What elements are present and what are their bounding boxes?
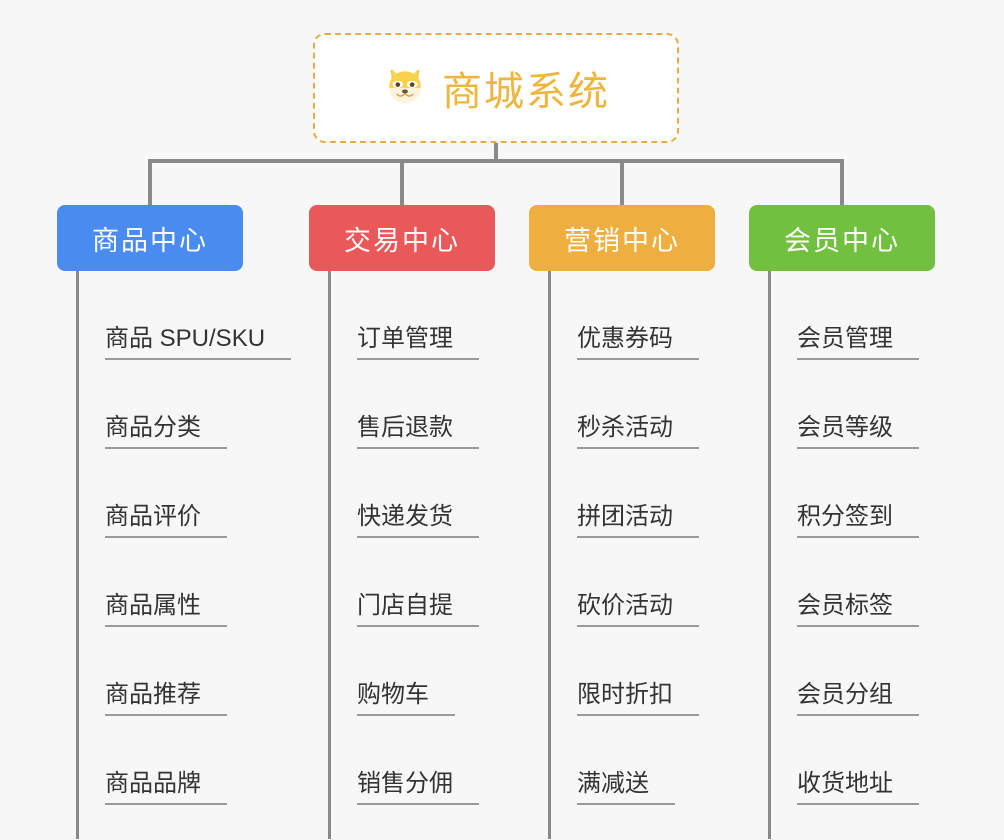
connector-root-stem (494, 143, 498, 162)
item-label: 商品推荐 (105, 674, 227, 716)
item-label: 商品分类 (105, 407, 227, 449)
item-label: 砍价活动 (577, 585, 699, 627)
item-label: 积分签到 (797, 496, 919, 538)
category-column-会员中心: 会员中心 会员管理 会员等级 积分签到 会员标签 会员分组 收货地址 (749, 205, 969, 839)
item-label: 门店自提 (357, 585, 479, 627)
list-item[interactable]: 优惠券码 (548, 271, 749, 360)
item-label: 销售分佣 (357, 763, 479, 805)
column-rail-4 (768, 271, 771, 839)
root-title: 商城系统 (442, 70, 610, 114)
item-list-3: 优惠券码 秒杀活动 拼团活动 砍价活动 限时折扣 满减送 (529, 271, 749, 805)
item-label: 优惠券码 (577, 318, 699, 360)
item-label: 售后退款 (357, 407, 479, 449)
item-label: 收货地址 (797, 763, 919, 805)
list-item[interactable]: 购物车 (328, 627, 529, 716)
connector-drop-3 (620, 159, 624, 205)
list-item[interactable]: 收货地址 (768, 716, 969, 805)
connector-drop-1 (148, 159, 152, 205)
shiba-dog-icon (382, 62, 428, 115)
list-item[interactable]: 会员等级 (768, 360, 969, 449)
list-item[interactable]: 售后退款 (328, 360, 529, 449)
category-header-4[interactable]: 会员中心 (749, 205, 935, 271)
item-label: 秒杀活动 (577, 407, 699, 449)
list-item[interactable]: 订单管理 (328, 271, 529, 360)
list-item[interactable]: 销售分佣 (328, 716, 529, 805)
list-item[interactable]: 门店自提 (328, 538, 529, 627)
item-label: 商品 SPU/SKU (105, 318, 292, 360)
item-label: 满减送 (577, 763, 675, 805)
list-item[interactable]: 秒杀活动 (548, 360, 749, 449)
item-list-1: 商品 SPU/SKU 商品分类 商品评价 商品属性 商品推荐 商品品牌 (57, 271, 292, 805)
list-item[interactable]: 会员管理 (768, 271, 969, 360)
connector-horizontal-bus (148, 159, 844, 163)
category-column-交易中心: 交易中心 订单管理 售后退款 快递发货 门店自提 购物车 销售分佣 (309, 205, 529, 839)
item-label: 会员管理 (797, 318, 919, 360)
list-item[interactable]: 积分签到 (768, 449, 969, 538)
category-header-label: 商品中心 (92, 225, 208, 256)
item-label: 商品品牌 (105, 763, 227, 805)
connector-drop-2 (400, 159, 404, 205)
list-item[interactable]: 商品评价 (76, 449, 277, 538)
category-header-label: 交易中心 (344, 225, 460, 256)
item-label: 会员标签 (797, 585, 919, 627)
item-label: 订单管理 (357, 318, 479, 360)
root-node[interactable]: 商城系统 (313, 33, 679, 143)
item-label: 购物车 (357, 674, 455, 716)
item-label: 限时折扣 (577, 674, 699, 716)
column-rail-2 (328, 271, 331, 839)
item-label: 商品属性 (105, 585, 227, 627)
list-item[interactable]: 限时折扣 (548, 627, 749, 716)
list-item[interactable]: 快递发货 (328, 449, 529, 538)
list-item[interactable]: 拼团活动 (548, 449, 749, 538)
category-column-营销中心: 营销中心 优惠券码 秒杀活动 拼团活动 砍价活动 限时折扣 满减送 (529, 205, 749, 839)
item-list-2: 订单管理 售后退款 快递发货 门店自提 购物车 销售分佣 (309, 271, 529, 805)
item-label: 拼团活动 (577, 496, 699, 538)
category-header-2[interactable]: 交易中心 (309, 205, 495, 271)
category-header-3[interactable]: 营销中心 (529, 205, 715, 271)
list-item[interactable]: 商品 SPU/SKU (76, 271, 292, 360)
list-item[interactable]: 砍价活动 (548, 538, 749, 627)
list-item[interactable]: 商品分类 (76, 360, 277, 449)
item-label: 会员分组 (797, 674, 919, 716)
item-label: 会员等级 (797, 407, 919, 449)
category-header-label: 营销中心 (564, 225, 680, 256)
category-column-商品中心: 商品中心 商品 SPU/SKU 商品分类 商品评价 商品属性 商品推荐 商品品牌 (57, 205, 292, 839)
list-item[interactable]: 商品品牌 (76, 716, 277, 805)
item-list-4: 会员管理 会员等级 积分签到 会员标签 会员分组 收货地址 (749, 271, 969, 805)
column-rail-3 (548, 271, 551, 839)
item-label: 快递发货 (357, 496, 479, 538)
list-item[interactable]: 会员标签 (768, 538, 969, 627)
list-item[interactable]: 满减送 (548, 716, 749, 805)
category-header-label: 会员中心 (784, 225, 900, 256)
item-label: 商品评价 (105, 496, 227, 538)
column-rail-1 (76, 271, 79, 839)
connector-drop-4 (840, 159, 844, 205)
list-item[interactable]: 会员分组 (768, 627, 969, 716)
list-item[interactable]: 商品推荐 (76, 627, 277, 716)
list-item[interactable]: 商品属性 (76, 538, 277, 627)
category-header-1[interactable]: 商品中心 (57, 205, 243, 271)
